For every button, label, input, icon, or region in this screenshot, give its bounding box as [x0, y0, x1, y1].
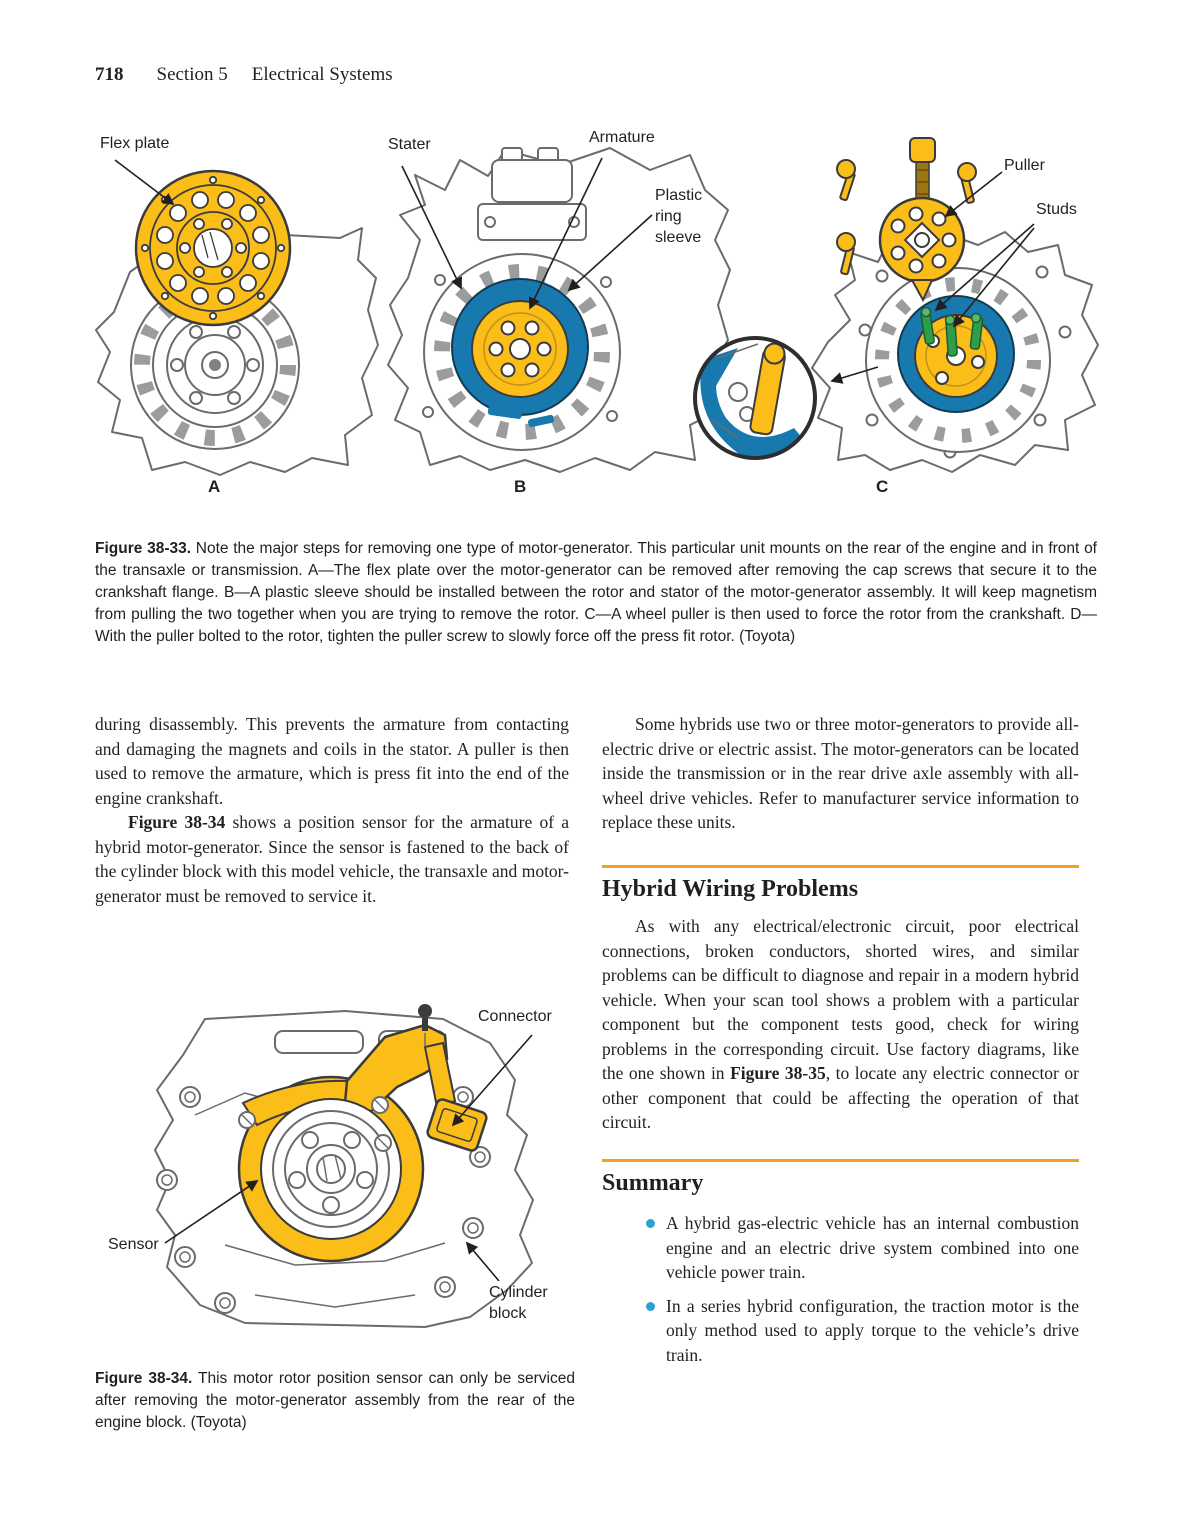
figure-38-33-caption-lead: Figure 38-33. [95, 539, 192, 557]
section-label: Section 5 [156, 64, 228, 85]
label-sensor: Sensor [108, 1236, 159, 1253]
label-flex-plate: Flex plate [100, 135, 170, 152]
left-column: during disassembly. This prevents the ar… [95, 712, 569, 908]
figure-38-33-caption: Figure 38-33. Note the major steps for r… [95, 538, 1097, 648]
panel-c-drawing [693, 137, 1099, 473]
summary-bullet-2: In a series hybrid configuration, the tr… [602, 1294, 1079, 1368]
puller-shape [836, 137, 977, 303]
label-plastic-ring-sleeve: Plastic ring sleeve [655, 187, 703, 246]
right-paragraph-1: Some hybrids use two or three motor-gene… [602, 714, 1079, 832]
figure-38-34-caption-lead: Figure 38-34. [95, 1369, 193, 1387]
left-paragraph-1: during disassembly. This prevents the ar… [95, 714, 569, 808]
right-paragraph-2-text-a: As with any electrical/electronic circui… [602, 916, 1079, 1083]
panel-letter-b: B [514, 477, 527, 496]
label-connector: Connector [478, 1008, 552, 1025]
section-rule [602, 1158, 1079, 1162]
left-paragraph-2-text: shows a position sensor for the armature… [95, 812, 569, 906]
right-paragraph-2: As with any electrical/electronic circui… [602, 914, 1079, 1135]
right-paragraph-2-text-b: , to locate any electric connector or ot… [602, 1063, 1079, 1132]
panel-a-drawing [95, 159, 379, 476]
heading-summary: Summary [602, 1169, 704, 1196]
label-armature: Armature [589, 129, 655, 146]
figure-38-34-caption-text: This motor rotor position sensor can onl… [95, 1369, 575, 1431]
summary-bullet-1: A hybrid gas-electric vehicle has an int… [602, 1211, 1079, 1285]
armature-shape [471, 300, 569, 398]
panel-b-drawing [387, 147, 731, 473]
panel-letter-c: C [876, 477, 889, 496]
panel-letter-a: A [208, 477, 221, 496]
heading-hybrid-wiring-problems: Hybrid Wiring Problems [602, 875, 859, 902]
running-head: 718 Section 5 Electrical Systems [95, 64, 393, 86]
flex-plate-shape [134, 169, 292, 327]
summary-list: A hybrid gas-electric vehicle has an int… [602, 1211, 1079, 1367]
section-title: Electrical Systems [251, 64, 393, 85]
label-stater: Stater [388, 136, 431, 153]
figure-38-35-reference: Figure 38-35 [730, 1063, 826, 1083]
label-cylinder-block: Cylinder block [489, 1284, 548, 1322]
section-rule [602, 864, 1079, 868]
figure-38-34-caption: Figure 38-34. This motor rotor position … [95, 1368, 575, 1434]
figure-38-34-reference: Figure 38-34 [128, 812, 226, 832]
left-paragraph-2: Figure 38-34 shows a position sensor for… [95, 810, 569, 908]
inset-detail-shape [693, 336, 817, 460]
page-number: 718 [95, 64, 124, 85]
label-studs: Studs [1036, 201, 1077, 218]
label-puller: Puller [1004, 157, 1045, 174]
figure-38-33-caption-text: Note the major steps for removing one ty… [95, 539, 1097, 645]
screws-drawing [238, 1004, 432, 1152]
figure-38-33-illustration [95, 137, 1099, 476]
studs-shape [920, 306, 984, 357]
crankshaft-flange-drawing [272, 1110, 390, 1228]
figure-38-34-illustration [154, 1004, 534, 1328]
right-column: Some hybrids use two or three motor-gene… [602, 712, 1079, 1376]
